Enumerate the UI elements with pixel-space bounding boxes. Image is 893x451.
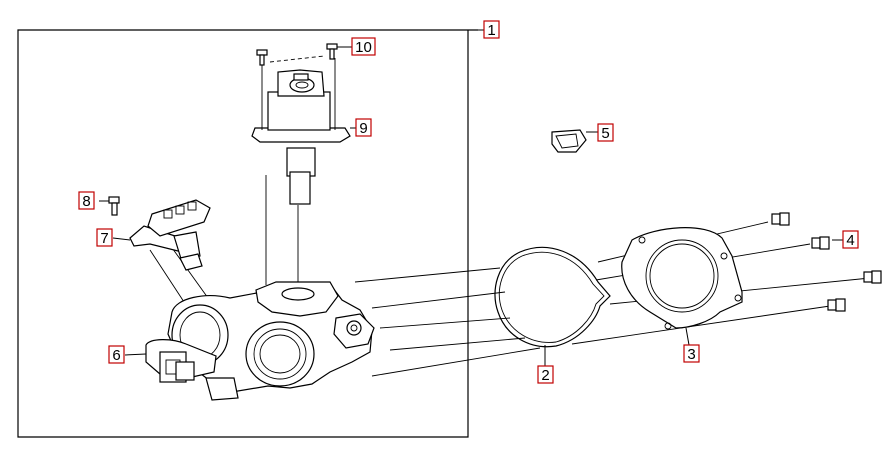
callout-5: 5 bbox=[597, 123, 614, 142]
callout-6: 6 bbox=[108, 345, 125, 364]
gasket-2 bbox=[494, 246, 611, 348]
svg-text:8: 8 bbox=[82, 193, 90, 210]
throttle-position-sensor bbox=[145, 339, 217, 383]
callout-4: 4 bbox=[842, 230, 859, 249]
assembly-frame bbox=[17, 29, 478, 438]
bolts-4 bbox=[771, 212, 882, 312]
svg-text:1: 1 bbox=[487, 22, 495, 39]
svg-text:10: 10 bbox=[355, 39, 372, 56]
callout-3: 3 bbox=[683, 344, 700, 363]
callout-1: 1 bbox=[483, 20, 500, 39]
clip-5 bbox=[551, 129, 587, 153]
svg-text:2: 2 bbox=[541, 367, 549, 384]
callout-10: 10 bbox=[351, 37, 376, 56]
svg-text:9: 9 bbox=[359, 120, 367, 137]
idle-air-valve bbox=[251, 58, 351, 285]
svg-text:6: 6 bbox=[112, 347, 120, 364]
throttle-body bbox=[149, 244, 375, 401]
projection-lines bbox=[354, 221, 871, 377]
svg-text:3: 3 bbox=[687, 346, 695, 363]
screw-8 bbox=[99, 196, 120, 216]
svg-text:4: 4 bbox=[846, 232, 854, 249]
callout-8: 8 bbox=[78, 191, 95, 210]
callout-7: 7 bbox=[96, 228, 113, 247]
callout-2: 2 bbox=[537, 365, 554, 384]
map-sensor bbox=[129, 199, 211, 271]
spacer-plate-3 bbox=[621, 227, 743, 330]
svg-text:5: 5 bbox=[601, 125, 609, 142]
valve-screws bbox=[256, 43, 338, 66]
callout-9: 9 bbox=[355, 118, 372, 137]
svg-text:7: 7 bbox=[100, 230, 108, 247]
